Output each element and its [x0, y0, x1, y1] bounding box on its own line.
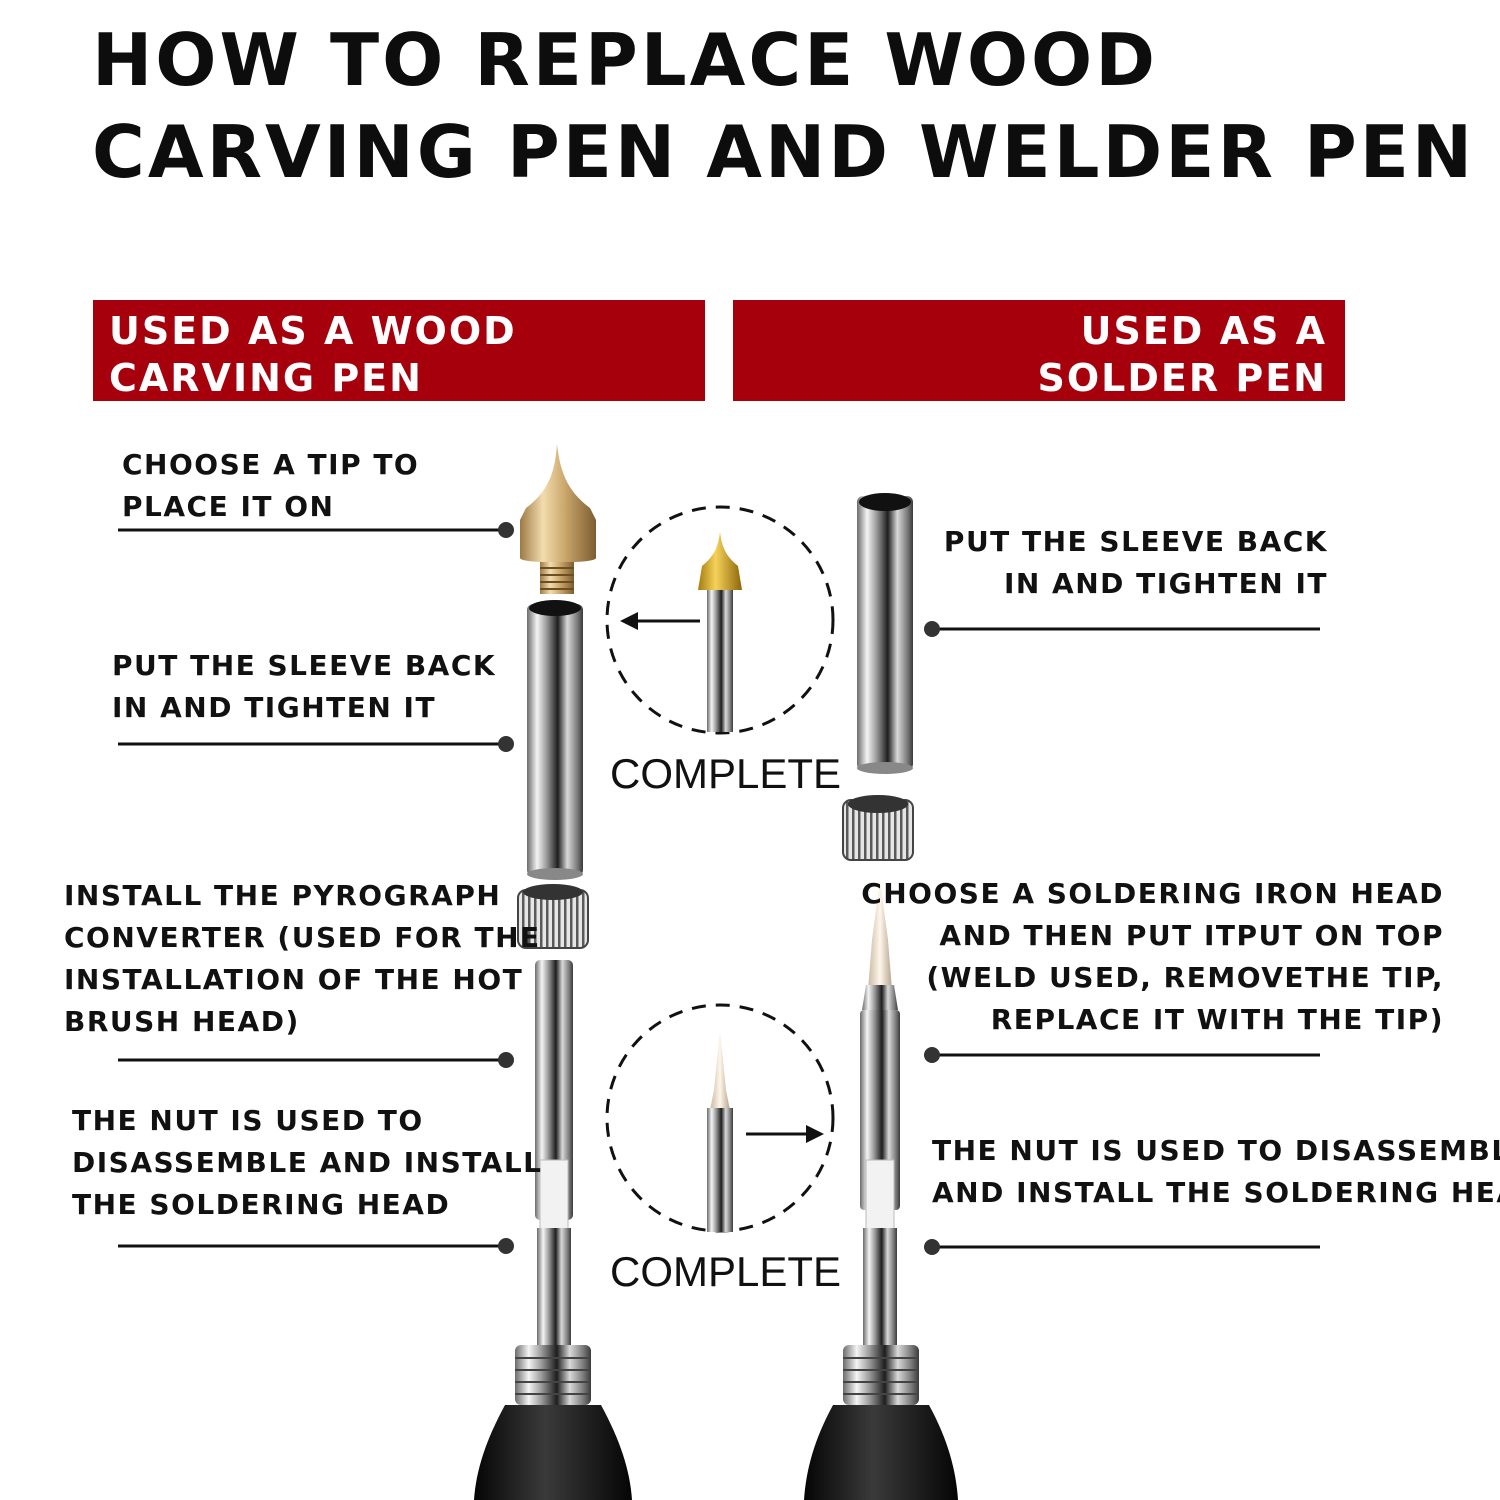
right-sleeve [857, 493, 913, 774]
left-header-line-1: USED AS A WOOD [109, 309, 517, 353]
left-nut [517, 884, 589, 949]
right-pen [804, 493, 958, 1500]
right-header-line-2: SOLDER PEN [1037, 356, 1327, 400]
callout-top [605, 505, 835, 735]
right-shaft [860, 1010, 900, 1358]
right-step-3-label: THE NUT IS USED TO DISASSEMBLE AND INSTA… [932, 1134, 1500, 1209]
right-step-2-label: CHOOSE A SOLDERING IRON HEAD AND THEN PU… [861, 877, 1444, 1036]
left-header-line-2: CARVING PEN [109, 356, 423, 400]
right-header-line-1: USED AS A [1080, 309, 1327, 353]
title-line-1: HOW TO REPLACE WOOD [92, 18, 1159, 102]
left-collar [515, 1345, 591, 1405]
brass-carving-tip [520, 444, 596, 594]
title-line-2: CARVING PEN AND WELDER PEN [92, 110, 1476, 194]
right-collar [843, 1345, 919, 1405]
left-sleeve [527, 600, 583, 880]
complete-caption-top: COMPLETE [610, 750, 842, 797]
left-handle [474, 1405, 632, 1500]
right-step-1-label: PUT THE SLEEVE BACK IN AND TIGHTEN IT [943, 525, 1328, 600]
left-step-3-label: INSTALL THE PYROGRAPH CONVERTER (USED FO… [64, 879, 541, 1038]
right-handle [804, 1405, 958, 1500]
right-nut [842, 795, 914, 861]
right-panel-header: USED AS A SOLDER PEN [733, 300, 1345, 401]
left-converter-shaft [535, 960, 573, 1358]
soldering-iron-head [862, 880, 898, 1010]
left-step-4-label: THE NUT IS USED TO DISASSEMBLE AND INSTA… [72, 1104, 543, 1221]
left-panel-header: USED AS A WOOD CARVING PEN [93, 300, 705, 401]
left-pen [474, 444, 632, 1500]
left-step-1-label: CHOOSE A TIP TO PLACE IT ON [122, 448, 420, 523]
callout-bottom [605, 1003, 835, 1233]
left-step-2-label: PUT THE SLEEVE BACK IN AND TIGHTEN IT [112, 649, 497, 724]
complete-caption-bottom: COMPLETE [610, 1248, 842, 1295]
leader-lines [118, 522, 1320, 1255]
